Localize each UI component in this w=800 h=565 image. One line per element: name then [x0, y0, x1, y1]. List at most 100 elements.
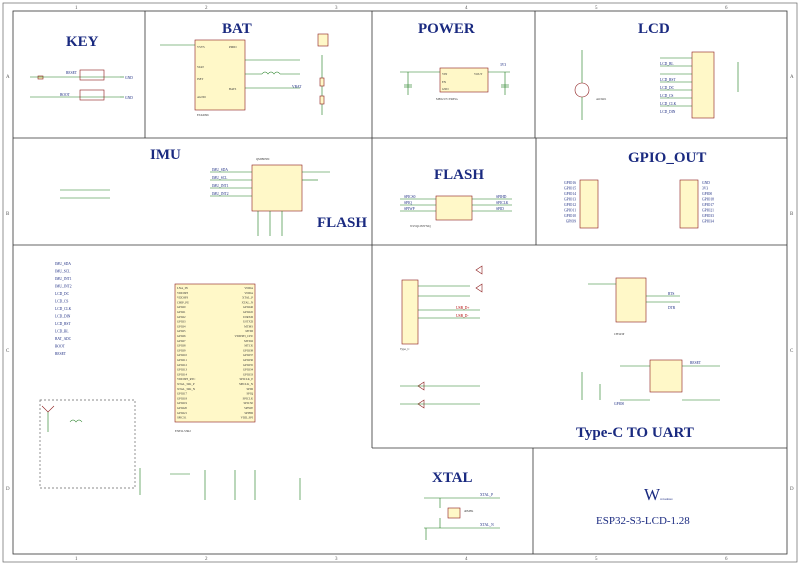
mcu-pin: XTAL_P: [242, 296, 253, 300]
pin-vsys: VSYS: [197, 45, 205, 49]
row-markers: A B C D A B C D: [6, 75, 794, 492]
mcu-pin: SPICLK_N: [239, 382, 254, 386]
uart-ic-name: CH343P: [614, 332, 625, 336]
imu-ic-name: QMI8658C: [256, 157, 270, 161]
col-marker: 4: [465, 6, 468, 11]
mcu-pin: VDDA: [244, 291, 253, 295]
gpio-j2-net: GPIO18: [702, 198, 714, 202]
gpio-j2-net: GND: [702, 181, 710, 185]
mcu-pin: MTMS: [244, 324, 253, 328]
mcu-net: LCD_DIN: [55, 315, 71, 319]
mcu-pin: U0RXD: [243, 315, 254, 319]
gpio-j1-labels: GPIO16GPIO15GPIO14GPIO13GPIO12GPIO11GPIO…: [564, 181, 576, 224]
mcu-pin: GPIO20: [177, 406, 188, 410]
net-usb-dp: USB_D+: [456, 306, 469, 310]
net-rts: RTS: [668, 292, 674, 296]
section-dividers: [13, 11, 787, 554]
gpio-j2-net: GPIO17: [702, 203, 714, 207]
mcu-pin: VDD3P3_RTC: [177, 377, 195, 381]
pin-agnd: AGND: [197, 95, 206, 99]
row-marker: C: [6, 349, 10, 354]
col-marker: 4: [465, 557, 468, 562]
section-title-type-c: Type-C TO UART: [576, 425, 694, 441]
mcu-net: RESET: [55, 352, 67, 356]
col-marker: 2: [205, 6, 208, 11]
gpio-j1-net: GPIO9: [566, 220, 576, 224]
mcu-pin: GPIO0: [177, 305, 186, 309]
mcu-pin: LNA_IN: [177, 286, 189, 290]
mcu-net: IMU_SCL: [55, 270, 70, 274]
lcd-mosfet-name: AO3401: [596, 97, 607, 101]
row-marker: A: [790, 75, 794, 80]
net-spiwp: SPIWP: [404, 207, 415, 211]
svg-text:GND: GND: [125, 96, 133, 100]
net-lcd-din: LCD_DIN: [660, 110, 676, 114]
col-marker: 5: [595, 557, 598, 562]
gpio-j2-net: GPIO0: [702, 192, 712, 196]
net-reset-out: RESET: [690, 361, 702, 365]
pin-vout: VOUT: [474, 72, 482, 76]
row-marker: C: [790, 349, 794, 354]
mcu-pin: U0TXD: [243, 320, 254, 324]
usb-name: Type_C: [400, 347, 409, 351]
gpio-j1-net: GPIO14: [564, 192, 576, 196]
net-imu-sda: IMU_SDA: [212, 168, 228, 172]
mcu-pin: SPICLK: [243, 396, 254, 400]
mcu-pin: GPIO38: [243, 348, 254, 352]
mcu-pin: GPIO3: [177, 320, 186, 324]
net-gpio0-out: GPIO0: [614, 402, 624, 406]
net-vbat: VBAT: [292, 85, 302, 89]
pin-iset: ISET: [197, 77, 204, 81]
decoupling-caps: [139, 468, 301, 500]
inner-frame: [12, 10, 788, 555]
net-imu-scl: IMU_SCL: [212, 176, 227, 180]
col-marker: 5: [595, 6, 598, 11]
section-title-key: KEY: [66, 34, 99, 50]
col-marker: 3: [335, 6, 338, 11]
mcu-net-labels: IMU_SDAIMU_SCLIMU_INT1IMU_INT2LCD_DCLCD_…: [55, 262, 72, 356]
mcu-pin: GPIO11: [177, 358, 187, 362]
gpio-j1-net: GPIO10: [564, 214, 576, 218]
col-marker: 6: [725, 6, 728, 11]
net-spiq: SPIQ: [404, 201, 412, 205]
net-lcd-cs: LCD_CS: [660, 94, 673, 98]
mcu-pin: VDD_SPI: [241, 416, 253, 420]
mcu-net: LCD_RST: [55, 322, 71, 326]
gpio-j1-net: GPIO16: [564, 181, 576, 185]
net-xtal-p: XTAL_P: [480, 493, 493, 497]
net-spid: SPID: [496, 207, 504, 211]
gpio-out-circuit: GPIO16GPIO15GPIO14GPIO13GPIO12GPIO11GPIO…: [564, 179, 714, 229]
column-markers: 1 2 3 4 5 6 1 2 3 4 5 6: [75, 6, 728, 562]
mcu-pin: MTDO: [244, 339, 254, 343]
row-marker: D: [6, 487, 10, 492]
mcu-pin: GPIO5: [177, 329, 186, 333]
col-marker: 3: [335, 557, 338, 562]
net-lcd-bl: LCD_BL: [660, 62, 674, 66]
waveshare-logo-sub: waveshare: [660, 497, 673, 501]
net-boot: BOOT: [60, 93, 71, 97]
mcu-net: LCD_CLK: [55, 307, 72, 311]
bat-ic-name: ETA6096: [197, 113, 209, 117]
section-title-flash-imu: FLASH: [317, 215, 367, 231]
section-title-flash: FLASH: [434, 167, 484, 183]
xtal-freq: 40MHz: [464, 509, 474, 513]
power-circuit: VIN VOUT EN GND ME6217C33M5G 3V3: [400, 63, 510, 101]
mcu-pin: GPIO13: [177, 368, 188, 372]
net-lcd-clk: LCD_CLK: [660, 102, 677, 106]
gpio-j1-net: GPIO12: [564, 203, 576, 207]
net-dtr: DTR: [668, 306, 676, 310]
col-marker: 1: [75, 557, 78, 562]
mcu-pin: VDD3P3: [177, 291, 189, 295]
pin-pmid: PMID: [229, 45, 237, 49]
mcu-pin: SPICS1: [177, 416, 187, 420]
mcu-net: LCD_DC: [55, 292, 70, 296]
mcu-pin: SPICLK_P: [239, 377, 253, 381]
mcu-pin: SPICS0: [243, 401, 253, 405]
section-title-power: POWER: [418, 21, 475, 37]
gpio-j1-net: GPIO15: [564, 187, 576, 191]
mcu-net: IMU_SDA: [55, 262, 71, 266]
section-title-xtal: XTAL: [432, 470, 473, 486]
mcu-left-pins: LNA_INVDD3P3VDD3P3CHIP_PUGPIO0GPIO1GPIO2…: [177, 286, 196, 420]
